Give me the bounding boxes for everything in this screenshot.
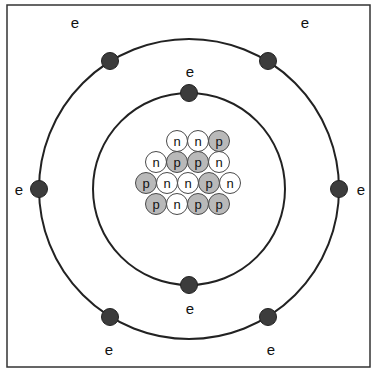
particle-label: e [357, 182, 365, 197]
proton: p [198, 172, 220, 194]
particle-label: n [163, 177, 170, 190]
neutron: n [145, 151, 167, 173]
proton: p [166, 151, 188, 173]
particle-label: p [194, 198, 201, 211]
proton: p [208, 193, 230, 215]
particle-label: e [186, 64, 194, 79]
particle-label: p [152, 198, 159, 211]
electron: e [180, 276, 198, 294]
electron: e [101, 52, 119, 70]
particle-label: n [194, 135, 201, 148]
frame-border [7, 5, 370, 367]
neutron: n [177, 172, 199, 194]
electron: e [259, 52, 277, 70]
proton: p [208, 130, 230, 152]
particle-label: p [215, 135, 222, 148]
inner-electron-shell [93, 93, 285, 285]
neutron: n [208, 151, 230, 173]
particle-label: p [142, 177, 149, 190]
particle-label: p [173, 156, 180, 169]
particle-label: e [15, 182, 23, 197]
particle-label: n [184, 177, 191, 190]
particle-label: n [173, 198, 180, 211]
electron: e [30, 180, 48, 198]
electron: e [180, 84, 198, 102]
proton: p [187, 193, 209, 215]
electron: e [101, 308, 119, 326]
neutron: n [156, 172, 178, 194]
neutron: n [166, 130, 188, 152]
particle-label: e [186, 301, 194, 316]
electron: e [259, 308, 277, 326]
particle-label: e [71, 15, 79, 30]
proton: p [135, 172, 157, 194]
neutron: n [187, 130, 209, 152]
neutron: n [166, 193, 188, 215]
electron: e [330, 180, 348, 198]
proton: p [187, 151, 209, 173]
particle-label: n [152, 156, 159, 169]
particle-label: e [267, 342, 275, 357]
particle-label: n [173, 135, 180, 148]
particle-label: n [226, 177, 233, 190]
particle-label: e [301, 15, 309, 30]
particle-label: p [215, 198, 222, 211]
neutron: n [219, 172, 241, 194]
particle-label: p [194, 156, 201, 169]
proton: p [145, 193, 167, 215]
outer-electron-shell [39, 39, 339, 339]
particle-label: e [105, 342, 113, 357]
particle-label: p [205, 177, 212, 190]
particle-label: n [215, 156, 222, 169]
